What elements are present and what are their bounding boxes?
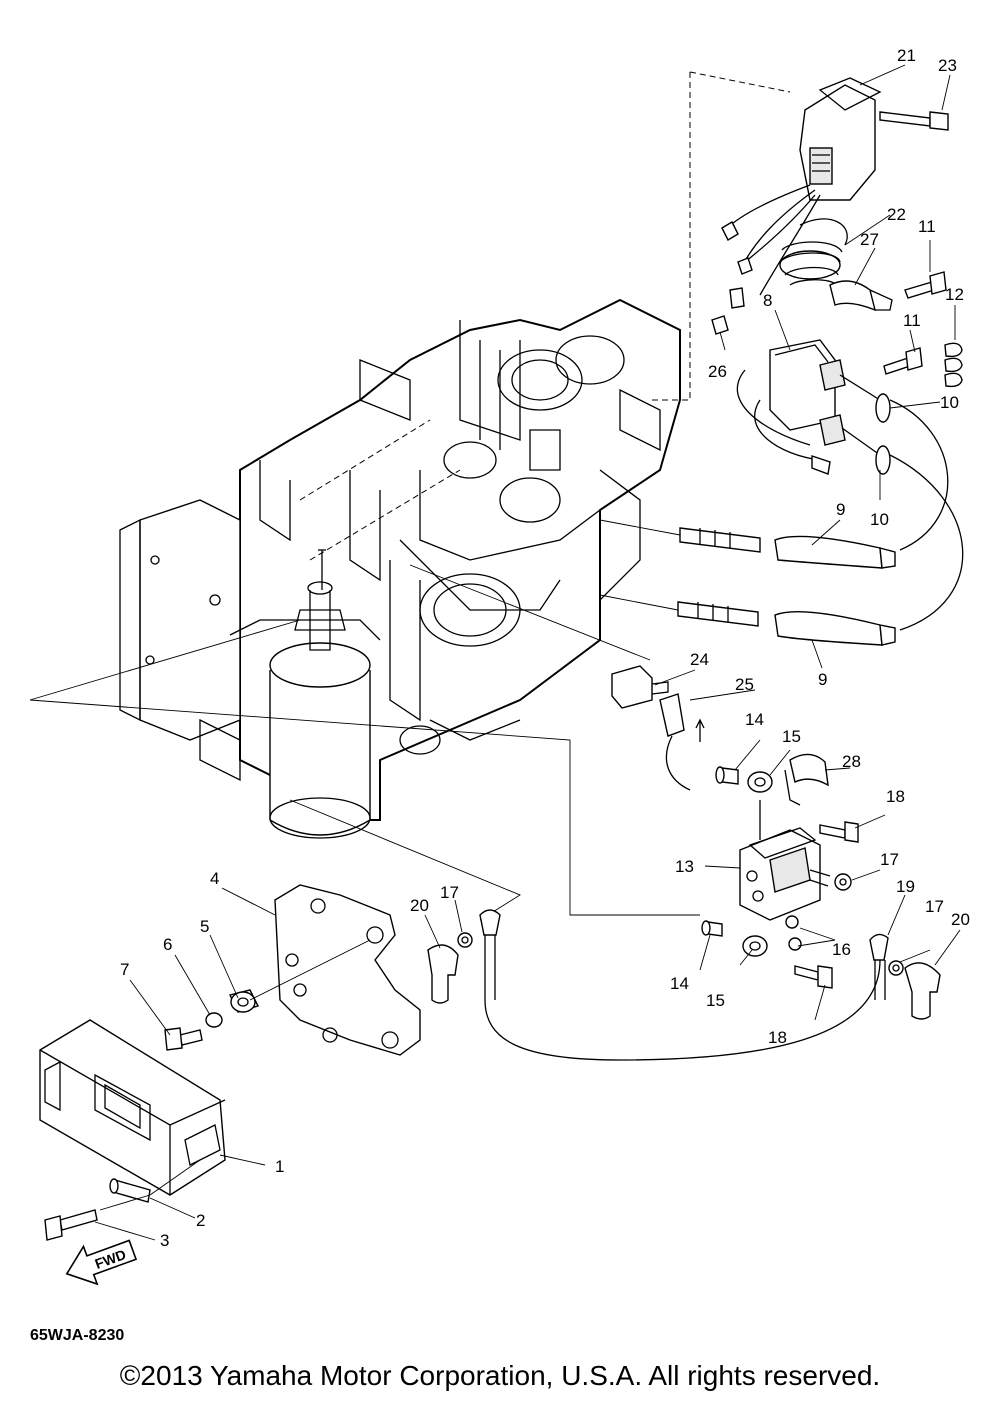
thermo-switch [611, 665, 705, 791]
callout-6: 6 [163, 935, 172, 954]
callout-20: 20 [951, 910, 970, 929]
callout-22: 22 [887, 205, 906, 224]
callout-4: 4 [210, 869, 219, 888]
battery-cables [427, 909, 941, 1061]
callout-23: 23 [938, 56, 957, 75]
cdi-unit-assembly [39, 884, 421, 1241]
callout-1: 1 [275, 1157, 284, 1176]
ignition-coil-assembly [650, 71, 963, 401]
callout-14: 14 [745, 710, 764, 729]
callout-17: 17 [440, 883, 459, 902]
callout-leaders [94, 64, 961, 1241]
callout-15: 15 [782, 727, 801, 746]
callout-21: 21 [897, 46, 916, 65]
callout-15: 15 [706, 991, 725, 1010]
callout-5: 5 [200, 917, 209, 936]
fwd-direction-icon: FWD [65, 1239, 138, 1286]
callout-27: 27 [860, 230, 879, 249]
callout-17: 17 [880, 850, 899, 869]
drawing-code: 65WJA-8230 [30, 1327, 124, 1344]
callout-16: 16 [832, 940, 851, 959]
spark-plugs [599, 519, 896, 646]
callout-28: 28 [842, 752, 861, 771]
callout-10: 10 [870, 510, 889, 529]
callout-11: 11 [918, 217, 936, 236]
ignition-coil [736, 339, 964, 631]
leader-line [29, 619, 301, 701]
callout-24: 24 [690, 650, 709, 669]
callout-19: 19 [896, 877, 915, 896]
mounting-bracket [119, 499, 241, 782]
leader-line [409, 564, 651, 661]
callout-7: 7 [120, 960, 129, 979]
callout-26: 26 [708, 362, 727, 381]
callout-9: 9 [836, 500, 845, 519]
callout-3: 3 [160, 1231, 169, 1250]
callout-9: 9 [818, 670, 827, 689]
callout-17: 17 [925, 897, 944, 916]
callout-13: 13 [675, 857, 694, 876]
callout-10: 10 [940, 393, 959, 412]
copyright-notice: ©2013 Yamaha Motor Corporation, U.S.A. A… [119, 1360, 881, 1391]
callout-8: 8 [763, 291, 772, 310]
callout-14: 14 [670, 974, 689, 993]
callout-18: 18 [886, 787, 905, 806]
callout-20: 20 [410, 896, 429, 915]
leader-line [29, 699, 700, 916]
callout-2: 2 [196, 1211, 205, 1230]
starter-relay-assembly [701, 753, 859, 989]
callout-numbers: 1 2 3 4 5 6 7 8 9 9 10 10 11 11 12 13 14… [120, 46, 970, 1250]
callout-11: 11 [903, 311, 921, 330]
callout-18: 18 [768, 1028, 787, 1047]
starter-motor [229, 549, 381, 839]
callout-12: 12 [945, 285, 964, 304]
callout-25: 25 [735, 675, 754, 694]
exploded-view-drawing: FWD [29, 46, 970, 1344]
